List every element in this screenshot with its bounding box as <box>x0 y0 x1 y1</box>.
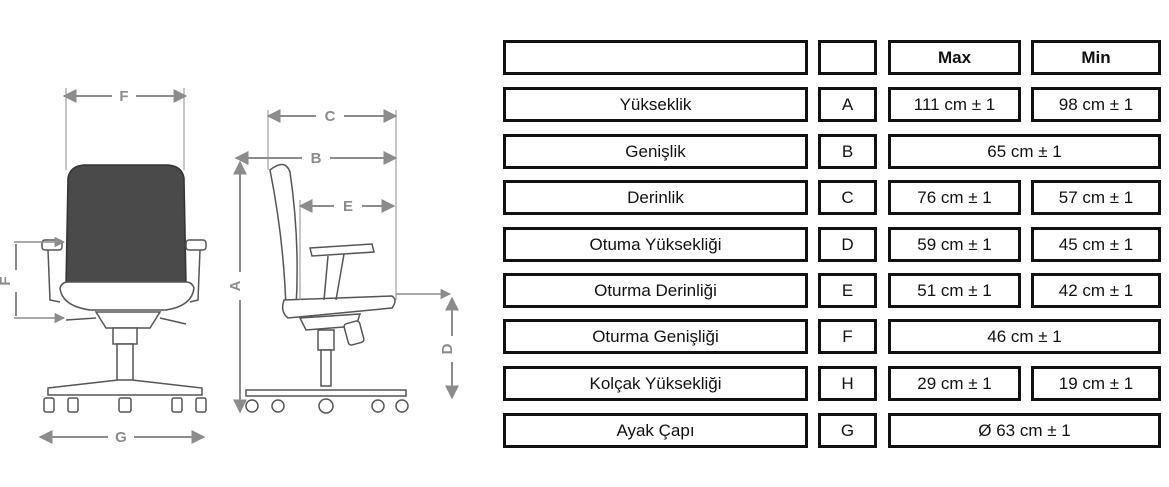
label-f-top: F <box>119 88 128 105</box>
row-code-cell: E <box>818 273 877 308</box>
dimension-lines <box>14 88 459 444</box>
dimension-labels: F F G C B E A D <box>0 88 456 446</box>
label-b: B <box>311 150 322 167</box>
chair-front-view <box>41 164 207 413</box>
row-code-cell: F <box>818 319 877 354</box>
row-single-cell: 46 cm ± 1 <box>888 319 1161 354</box>
row-name-cell: Yükseklik <box>503 87 808 122</box>
row-single-cell: 65 cm ± 1 <box>888 134 1161 169</box>
row-name-cell: Genişlik <box>503 134 808 169</box>
chair-side-view <box>245 163 409 414</box>
row-name-cell: Otuma Yüksekliği <box>503 227 808 262</box>
row-max-cell: 59 cm ± 1 <box>888 227 1021 262</box>
row-code-cell: H <box>818 366 877 401</box>
row-name-cell: Derinlik <box>503 180 808 215</box>
row-code-cell: G <box>818 413 877 448</box>
label-a: A <box>227 280 244 291</box>
row-min-cell: 42 cm ± 1 <box>1031 273 1161 308</box>
label-f-side: F <box>0 276 14 285</box>
label-d: D <box>439 343 456 354</box>
row-min-cell: 98 cm ± 1 <box>1031 87 1161 122</box>
row-name-cell: Oturma Derinliği <box>503 273 808 308</box>
row-single-cell: Ø 63 cm ± 1 <box>888 413 1161 448</box>
row-max-cell: 111 cm ± 1 <box>888 87 1021 122</box>
label-c: C <box>325 108 336 125</box>
row-name-cell: Kolçak Yüksekliği <box>503 366 808 401</box>
chair-dimension-diagram: F F G C B E A D <box>0 88 459 446</box>
row-min-cell: 19 cm ± 1 <box>1031 366 1161 401</box>
header-name-cell <box>503 40 808 75</box>
label-g: G <box>115 429 127 446</box>
row-code-cell: B <box>818 134 877 169</box>
row-code-cell: D <box>818 227 877 262</box>
row-max-cell: 29 cm ± 1 <box>888 366 1021 401</box>
row-min-cell: 45 cm ± 1 <box>1031 227 1161 262</box>
row-max-cell: 76 cm ± 1 <box>888 180 1021 215</box>
row-code-cell: A <box>818 87 877 122</box>
row-name-cell: Oturma Genişliği <box>503 319 808 354</box>
row-name-cell: Ayak Çapı <box>503 413 808 448</box>
header-min-cell: Min <box>1031 40 1161 75</box>
label-e: E <box>343 198 353 215</box>
row-min-cell: 57 cm ± 1 <box>1031 180 1161 215</box>
header-max-cell: Max <box>888 40 1021 75</box>
row-code-cell: C <box>818 180 877 215</box>
row-max-cell: 51 cm ± 1 <box>888 273 1021 308</box>
header-code-cell <box>818 40 877 75</box>
